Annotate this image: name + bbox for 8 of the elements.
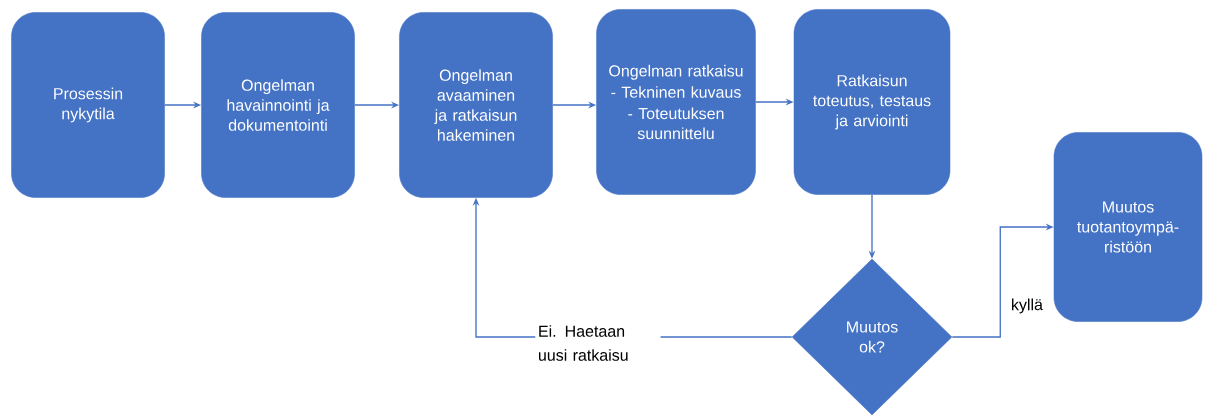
edge-label: kyllä: [1008, 295, 1052, 317]
process-box: Prosessin nykytila: [11, 12, 165, 198]
process-box: Ongelman ratkaisu - Tekninen kuvaus - Toteutuksen suunnittelu: [596, 9, 756, 195]
edge-label: Ei. Haetaan uusi ratkaisu: [535, 322, 661, 364]
process-box: Ratkaisun toteutus, testaus ja arviointi: [793, 9, 951, 195]
process-box: Ongelman avaaminen ja ratkaisun hakeminen: [399, 12, 553, 198]
process-box: Muutos tuotantoympä-ristöön: [1053, 132, 1203, 322]
process-box: Ongelman havainnointi ja dokumentointi: [201, 12, 355, 198]
